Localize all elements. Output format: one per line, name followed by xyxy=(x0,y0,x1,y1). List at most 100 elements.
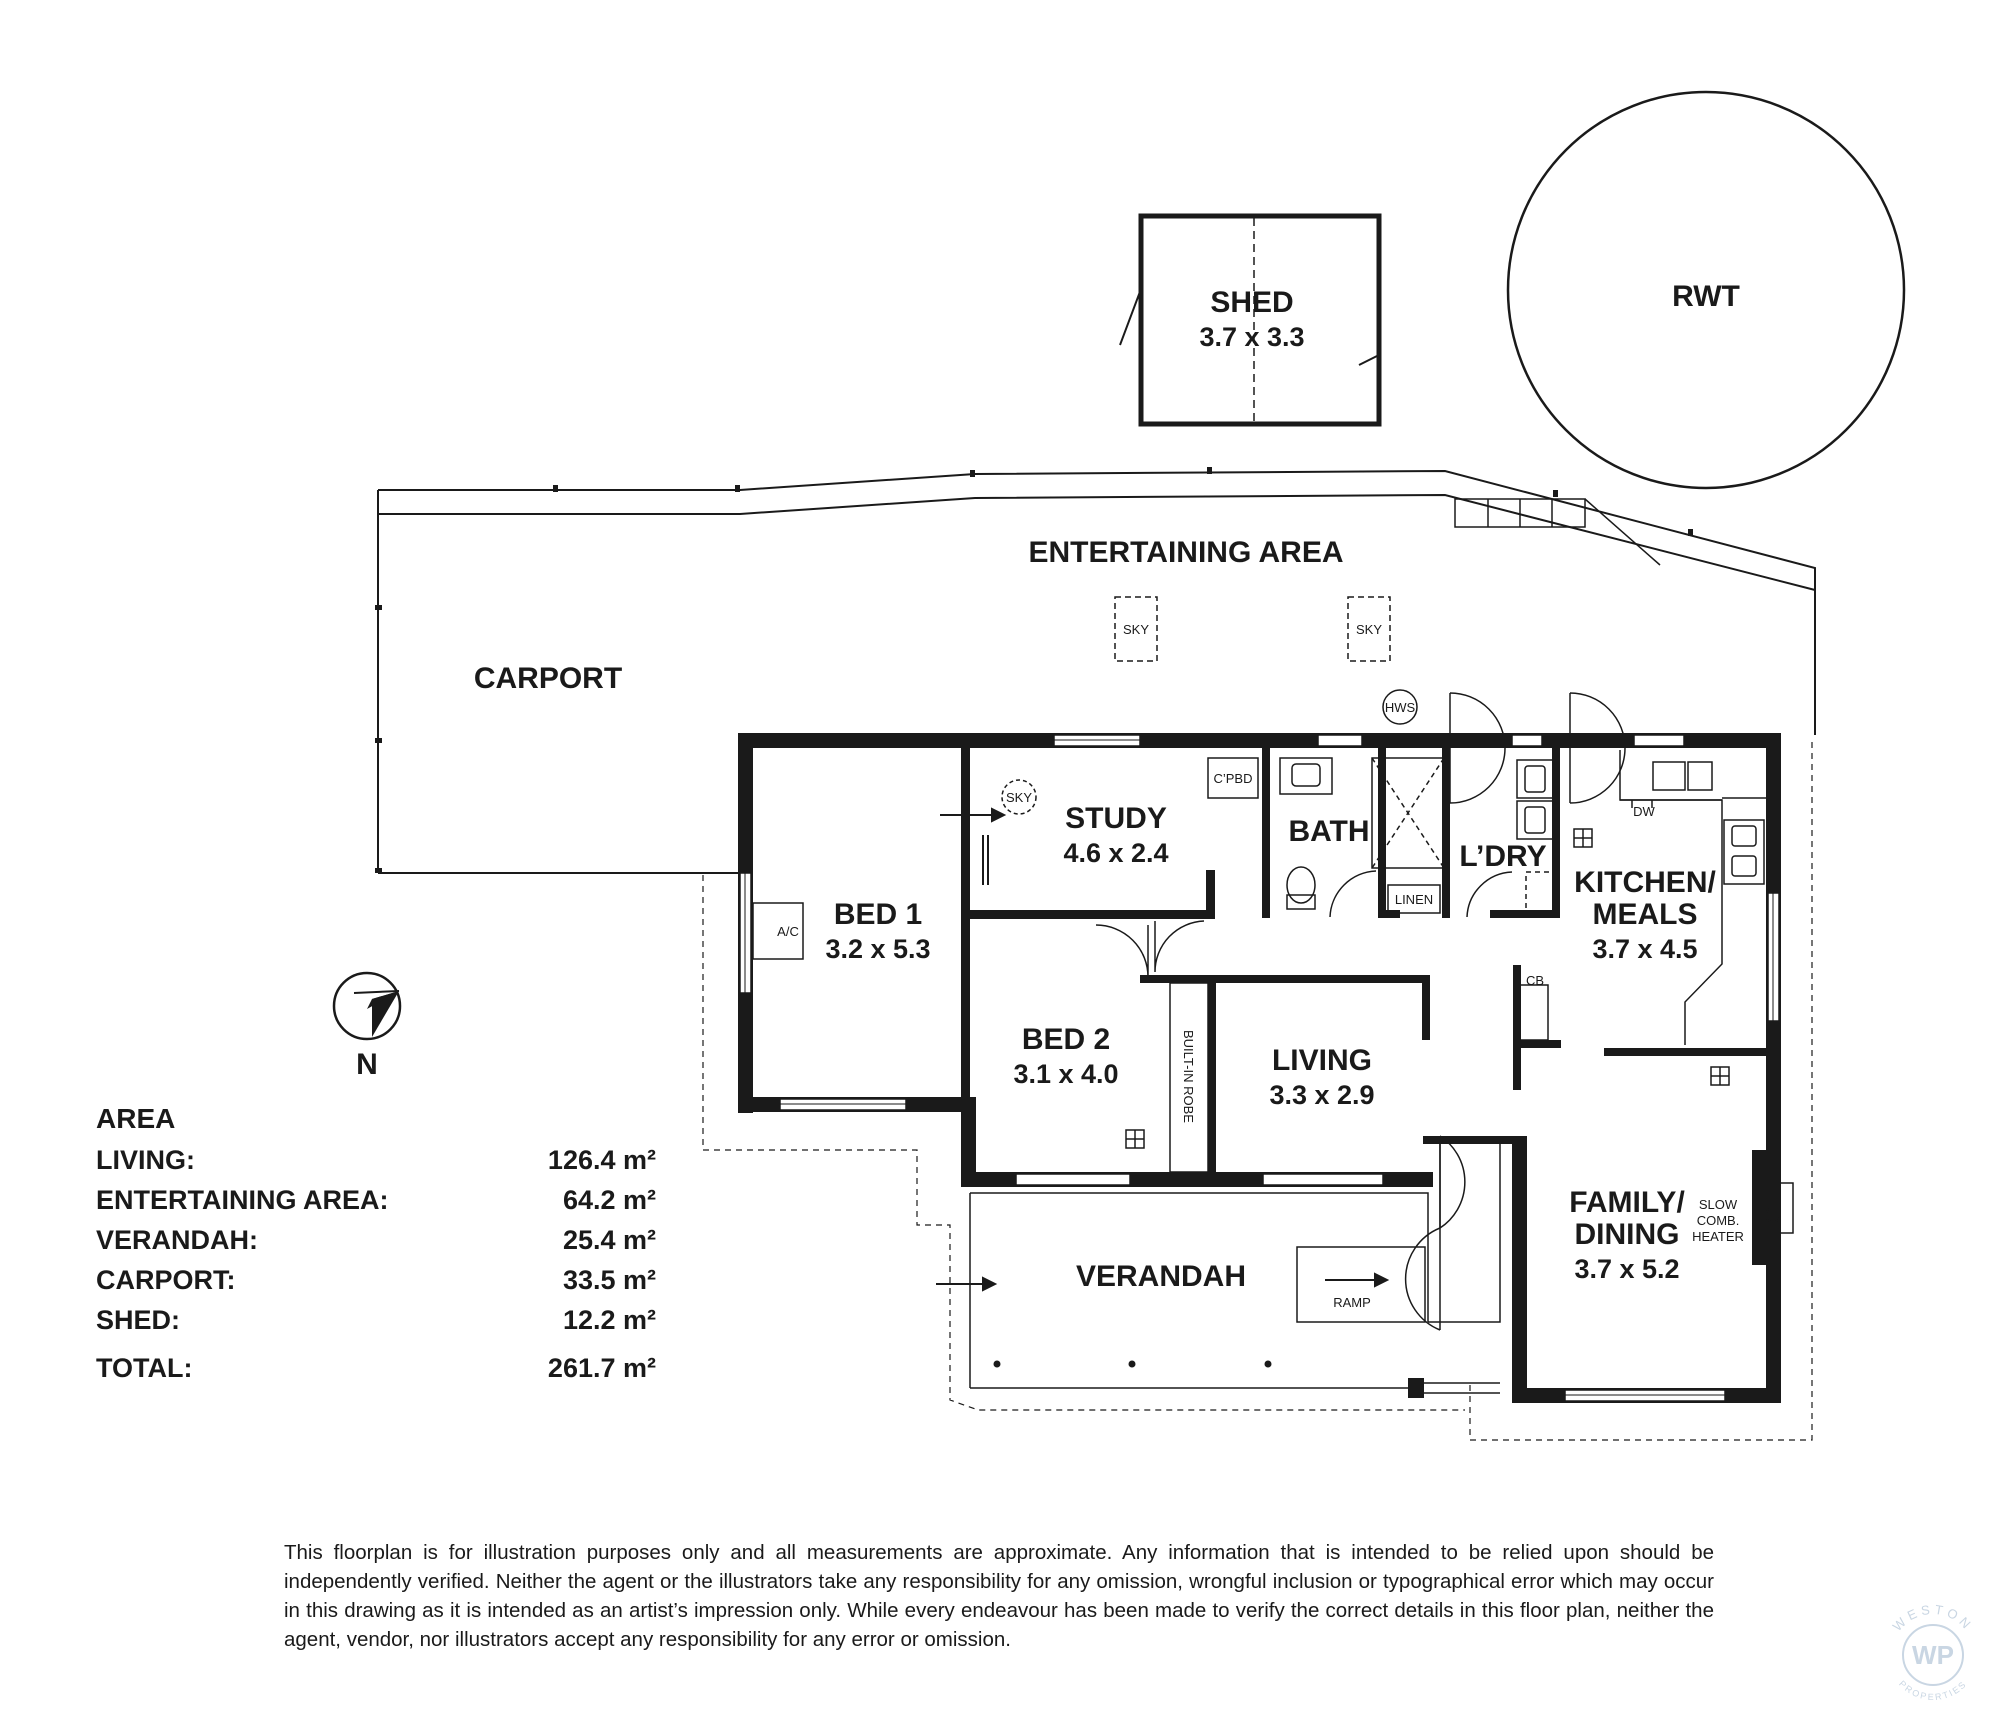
shed-outline xyxy=(1138,213,1382,427)
skylight-1: SKY xyxy=(1114,596,1158,662)
family-label-2: DINING xyxy=(1575,1218,1680,1251)
skylight-2-label: SKY xyxy=(1356,622,1382,637)
trough-2 xyxy=(1516,800,1554,840)
bath-door xyxy=(1329,870,1377,918)
area-row-value: 25.4 m² xyxy=(562,1225,656,1255)
weston-properties-logo: WESTON WP PROPERTIES xyxy=(1890,1602,1977,1703)
area-row: SHED: 12.2 m² xyxy=(96,1300,656,1340)
entertaining-roof xyxy=(375,467,1816,874)
area-row-label: VERANDAH: xyxy=(96,1225,258,1255)
area-row-value: 33.5 m² xyxy=(562,1265,656,1295)
study-sky-label: SKY xyxy=(1006,790,1032,805)
shed-label: SHED xyxy=(1210,286,1293,319)
bed1-label: BED 1 xyxy=(834,898,922,931)
watermark-initials: WP xyxy=(1912,1640,1954,1670)
ramp-label: RAMP xyxy=(1333,1295,1371,1310)
fixture-lines xyxy=(1207,750,1794,1234)
area-row: LIVING: 126.4 m² xyxy=(96,1140,656,1180)
kitchen-label-2: MEALS xyxy=(1593,898,1698,931)
verandah xyxy=(969,1136,1501,1398)
study-label: STUDY xyxy=(1065,802,1167,835)
hws-icon xyxy=(1382,689,1418,725)
vanity xyxy=(1279,757,1333,795)
interior-walls xyxy=(961,748,1774,1175)
sink-1 xyxy=(1652,761,1686,791)
study-dims: 4.6 x 2.4 xyxy=(1063,838,1168,868)
family-door xyxy=(1439,1135,1466,1230)
north-label: N xyxy=(356,1048,378,1081)
verandah-door xyxy=(1404,1227,1441,1331)
laundry-label: L’DRY xyxy=(1459,840,1546,873)
sink-2 xyxy=(1687,761,1713,791)
area-summary: AREA LIVING: 126.4 m² ENTERTAINING AREA:… xyxy=(96,1098,656,1388)
area-total-row: TOTAL: 261.7 m² xyxy=(96,1348,656,1388)
study-sky-icon xyxy=(1001,779,1037,815)
laundry-ext-door xyxy=(1449,692,1506,804)
toilet xyxy=(1286,866,1316,904)
bath-label: BATH xyxy=(1288,815,1369,848)
area-total-label: TOTAL: xyxy=(96,1353,193,1383)
ramp-arrow xyxy=(1325,1272,1390,1288)
bed2-label: BED 2 xyxy=(1022,1023,1110,1056)
verandah-posts xyxy=(993,1360,1424,1398)
shed-dims: 3.7 x 3.3 xyxy=(1199,322,1304,352)
area-row-value: 126.4 m² xyxy=(547,1145,656,1175)
kitchen-bench xyxy=(1619,750,1723,1045)
family-dims: 3.7 x 5.2 xyxy=(1574,1254,1679,1284)
svg-text:PROPERTIES: PROPERTIES xyxy=(1897,1679,1969,1703)
cooktop xyxy=(1723,819,1765,885)
entertaining-label: ENTERTAINING AREA xyxy=(1029,536,1344,569)
bed2-door-arc xyxy=(1095,924,1149,978)
heater-label-1: SLOW xyxy=(1699,1197,1738,1212)
skylight-1-label: SKY xyxy=(1123,622,1149,637)
area-row: VERANDAH: 25.4 m² xyxy=(96,1220,656,1260)
area-row-label: CARPORT: xyxy=(96,1265,236,1295)
built-in-robe: BUILT-IN ROBE xyxy=(1169,982,1209,1173)
area-row-label: LIVING: xyxy=(96,1145,195,1175)
living-dims: 3.3 x 2.9 xyxy=(1269,1080,1374,1110)
kitchen-dims: 3.7 x 4.5 xyxy=(1592,934,1697,964)
disclaimer-text: This floorplan is for illustration purpo… xyxy=(284,1541,1714,1651)
area-row-value: 12.2 m² xyxy=(562,1305,656,1335)
area-row-value: 64.2 m² xyxy=(562,1185,656,1215)
rainwater-tank xyxy=(1506,90,1906,490)
windows xyxy=(739,734,1780,1402)
study-door xyxy=(1154,920,1205,973)
skylight-2: SKY xyxy=(1347,596,1391,662)
area-total-value: 261.7 m² xyxy=(547,1353,656,1383)
linen-label: LINEN xyxy=(1395,892,1433,907)
dw-label: DW xyxy=(1633,804,1655,819)
shed-door-left xyxy=(1119,288,1142,346)
north-arrow-icon xyxy=(332,971,402,1041)
rwt-label: RWT xyxy=(1672,280,1740,313)
kitchen-ext-door xyxy=(1569,692,1626,804)
cpbd-label: C’PBD xyxy=(1213,771,1252,786)
heater-wall-thick xyxy=(1752,1150,1766,1265)
shower xyxy=(1371,757,1445,869)
exterior-walls xyxy=(738,733,1781,1403)
carport-label: CARPORT xyxy=(474,662,622,695)
heater-label-3: HEATER xyxy=(1692,1229,1744,1244)
entry-arrow-2 xyxy=(936,1276,998,1292)
dashed-boundaries xyxy=(702,740,1813,1441)
area-title: AREA xyxy=(96,1103,176,1134)
shed-door-right xyxy=(1358,354,1380,366)
cb-label: CB xyxy=(1526,973,1544,988)
area-row-label: SHED: xyxy=(96,1305,181,1335)
area-row: ENTERTAINING AREA: 64.2 m² xyxy=(96,1180,656,1220)
ramp-box xyxy=(1296,1246,1426,1323)
cpbd-box xyxy=(1207,757,1259,799)
vent-grills xyxy=(1125,828,1730,1149)
svg-text:WESTON: WESTON xyxy=(1890,1602,1977,1634)
trough-1 xyxy=(1516,759,1554,799)
entry-arrow-1 xyxy=(940,807,1007,885)
kitchen-label-1: KITCHEN/ xyxy=(1574,866,1716,899)
shed xyxy=(1119,213,1382,427)
bed2-dims: 3.1 x 4.0 xyxy=(1013,1059,1118,1089)
hws-label: HWS xyxy=(1385,700,1416,715)
cb-unit xyxy=(1515,984,1549,1041)
ac-unit: A/C xyxy=(752,902,804,960)
roof-posts xyxy=(375,467,1693,873)
bed1-dims: 3.2 x 5.3 xyxy=(825,934,930,964)
